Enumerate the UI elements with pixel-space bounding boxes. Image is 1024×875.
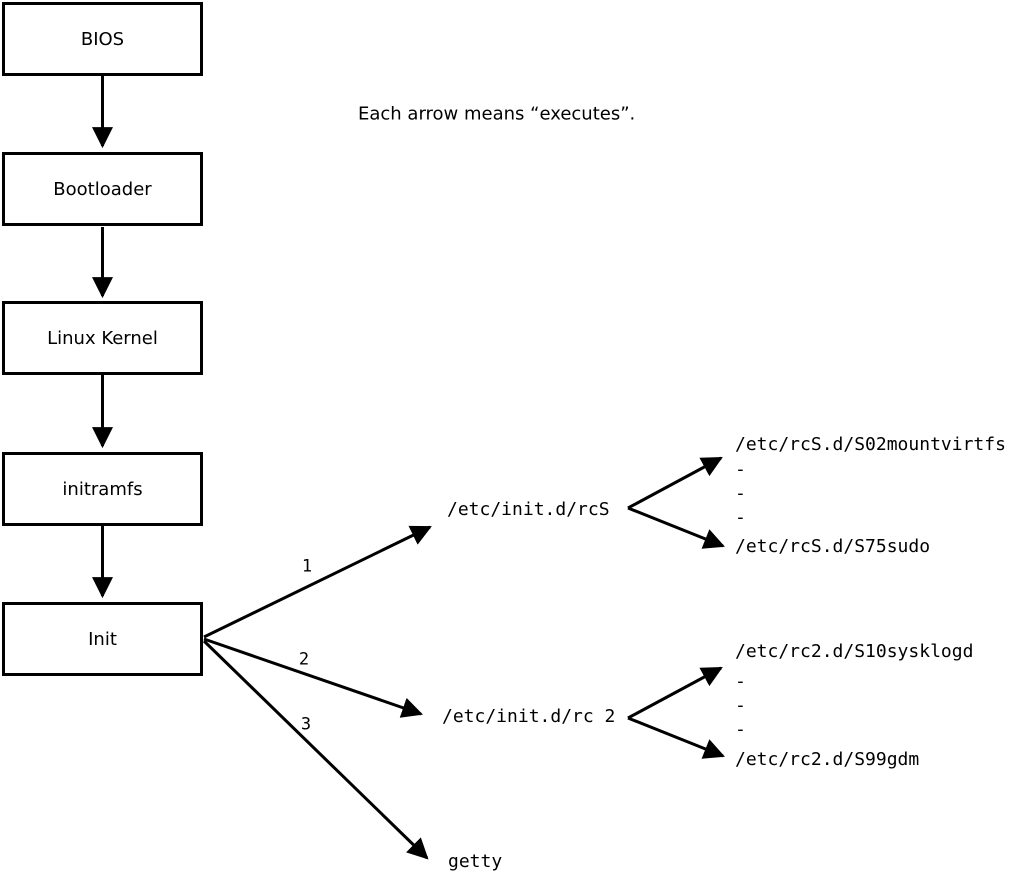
arrow-init-to-getty [202, 639, 429, 860]
node-rcs-s75sudo: /etc/rcS.d/S75sudo [735, 536, 931, 557]
node-init: Init [2, 602, 203, 676]
branch-order-1: 1 [301, 556, 313, 577]
arrow-rcs-to-s02mountvirtfs [627, 456, 723, 510]
arrow-rc2-to-s10sysklogd [627, 666, 723, 720]
node-init-label: Init [88, 628, 117, 650]
node-linux-kernel-label: Linux Kernel [47, 327, 158, 349]
arrow-init-to-rc2 [203, 637, 423, 718]
node-rc2-s99gdm: /etc/rc2.d/S99gdm [735, 749, 920, 770]
node-bios-label: BIOS [80, 28, 125, 50]
node-etc-init-d-rcs: /etc/init.d/rcS [447, 499, 610, 520]
rc2-ellipsis-dash-2: - [735, 695, 746, 716]
node-bootloader-label: Bootloader [53, 178, 152, 200]
node-linux-kernel: Linux Kernel [2, 301, 203, 375]
arrow-rc2-to-s99gdm [627, 716, 725, 759]
node-rcs-s02mountvirtfs: /etc/rcS.d/S02mountvirtfs [735, 434, 1006, 455]
node-etc-init-d-rc2: /etc/init.d/rc 2 [442, 706, 616, 727]
arrow-init-to-rcs [203, 525, 432, 639]
node-bootloader: Bootloader [2, 152, 203, 226]
rcs-ellipsis-dash-2: - [735, 483, 746, 504]
branch-order-3: 3 [300, 714, 312, 735]
node-rc2-s10sysklogd: /etc/rc2.d/S10sysklogd [735, 641, 974, 662]
node-initramfs-label: initramfs [62, 478, 143, 500]
rc2-ellipsis-dash-1: - [735, 671, 746, 692]
node-getty: getty [448, 851, 503, 872]
rcs-ellipsis-dash-3: - [735, 507, 746, 528]
diagram-caption: Each arrow means “executes”. [358, 103, 636, 125]
arrow-rcs-to-s75sudo [627, 506, 725, 549]
branch-order-2: 2 [298, 649, 310, 670]
node-bios: BIOS [2, 2, 203, 76]
rcs-ellipsis-dash-1: - [735, 459, 746, 480]
rc2-ellipsis-dash-3: - [735, 719, 746, 740]
node-initramfs: initramfs [2, 452, 203, 526]
